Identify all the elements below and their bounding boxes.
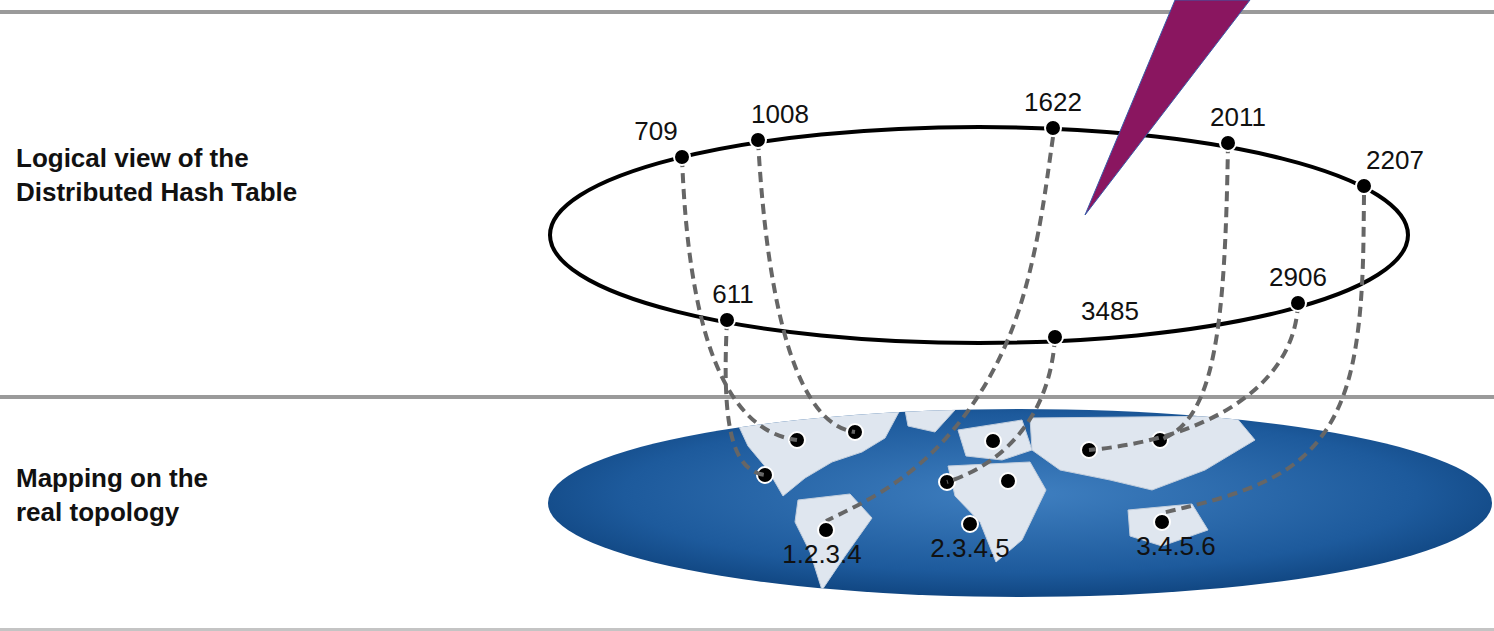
continent <box>735 410 900 496</box>
node-id: 611 <box>712 280 753 310</box>
mapping-lines <box>682 140 1298 482</box>
mapping-line <box>682 157 797 440</box>
ring-node: 2207 <box>1304 146 1424 195</box>
mapping-line <box>1160 143 1228 440</box>
node-id: 2011 <box>1210 103 1266 133</box>
node-id: 709 <box>634 117 677 147</box>
node-id: 2906 <box>1269 263 1327 293</box>
node-dot <box>961 515 979 533</box>
ring-node: 2011 <box>1190 103 1266 152</box>
ring-node: 2906 <box>1269 263 1327 312</box>
node-dot <box>718 311 736 329</box>
node-dot <box>1219 134 1237 152</box>
host-node: 2.3.4.5 <box>930 515 1010 564</box>
dht-ring <box>550 127 1408 343</box>
node-dot <box>1044 119 1062 137</box>
continent <box>1030 416 1255 490</box>
separator-line <box>0 628 1494 631</box>
mapping-line <box>726 320 765 475</box>
world-map <box>548 409 1492 597</box>
node-dot <box>817 521 835 539</box>
node-dot <box>1046 328 1064 346</box>
ring-node: 3485 <box>971 297 1139 346</box>
node-id: 1008 <box>751 100 809 130</box>
node-dot <box>1289 294 1307 312</box>
separator-line <box>0 10 1494 14</box>
ring-node: 1622 <box>1024 88 1082 137</box>
node-dot <box>1153 513 1171 531</box>
ip-address: 1.2.3.4 <box>782 540 862 570</box>
section-label: Mapping on the real topology <box>16 462 246 530</box>
mapping-line <box>758 140 855 432</box>
host-dot <box>985 433 1001 449</box>
ip-address: 2.3.4.5 <box>930 534 1010 564</box>
mapping-connector <box>826 137 1053 521</box>
continent <box>958 420 1032 460</box>
mapping-connector <box>1162 195 1364 513</box>
continent <box>905 410 955 432</box>
host-dot <box>1000 473 1016 489</box>
node-dot <box>1355 177 1373 195</box>
host-node: 1.2.3.4 <box>782 521 870 570</box>
ring-node: 1008 <box>707 100 809 149</box>
ocean <box>548 409 1492 597</box>
ring-node: 709 <box>634 117 729 166</box>
node-id: 1622 <box>1024 88 1082 118</box>
host-node: 3.4.5.6 <box>1108 513 1216 562</box>
node-id: 2207 <box>1366 146 1424 176</box>
node-dot <box>749 131 767 149</box>
section-label: Logical view of the Distributed Hash Tab… <box>16 142 316 210</box>
node-id: 3485 <box>1081 297 1139 327</box>
node-dot <box>673 148 691 166</box>
ip-address: 3.4.5.6 <box>1136 532 1216 562</box>
ring-node: 611 <box>700 280 753 329</box>
separator-line <box>0 395 1494 399</box>
